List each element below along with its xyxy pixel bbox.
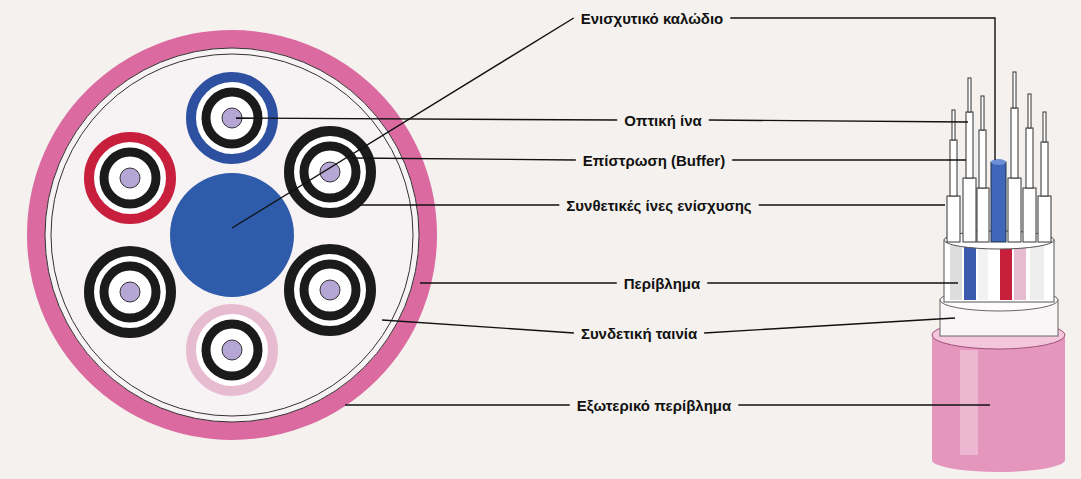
part-label: Επίστρωση (Buffer) [583,152,725,169]
part-label: Εξωτερικό περίβλημα [577,397,732,414]
leader-line [420,282,617,283]
leader-line [707,282,958,283]
leader-line [352,158,576,160]
leader-line [360,204,559,205]
leader-line [232,18,574,228]
leader-line [738,404,990,405]
leader-line [345,404,570,405]
leader-line [236,118,617,120]
part-label: Περίβλημα [624,275,700,292]
leader-line [709,120,968,122]
leader-line [759,204,945,205]
leader-line [730,18,995,160]
part-label: Συνδετική ταινία [581,325,697,342]
leader-line [382,320,574,333]
leader-line [704,318,955,333]
leader-line [732,159,966,160]
part-label: Συνθετικές ίνες ενίσχυσης [566,197,751,214]
part-label: Ενισχυτικό καλώδιο [581,10,724,27]
part-label: Οπτική ίνα [624,112,701,129]
